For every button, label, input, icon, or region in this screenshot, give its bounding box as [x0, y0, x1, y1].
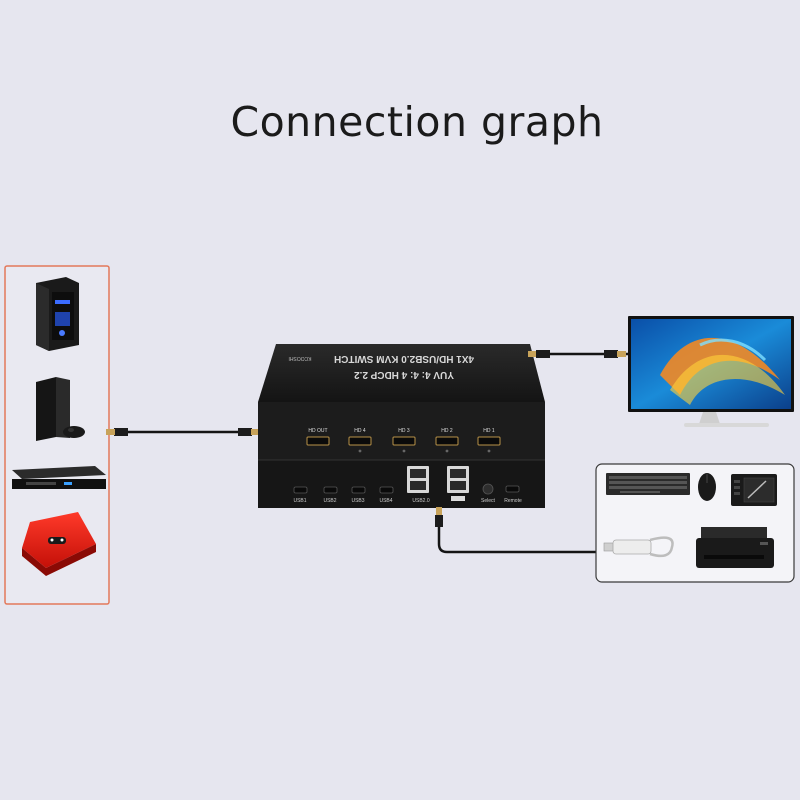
keyboard-icon — [606, 473, 690, 495]
usb-port-label: USB2 — [323, 498, 336, 504]
kvm-switch: 4X1 HD/USB2.0 KVM SWITCH YUV 4: 4: 4 HDC… — [258, 344, 545, 508]
hdmi-port-label: HD 3 — [398, 428, 410, 434]
usb-port-label: USB4 — [379, 498, 392, 504]
hdmi-port-label: HD 1 — [483, 428, 495, 434]
select-label: Select — [481, 498, 496, 504]
hdmi-cable-right — [528, 350, 628, 358]
device-spec-label: YUV 4: 4: 4 HDCP 2.2 — [354, 369, 454, 380]
source-devices-group — [5, 266, 109, 604]
device-name-label: 4X1 HD/USB2.0 KVM SWITCH — [334, 353, 474, 364]
brand-label: KCOOSHI — [288, 355, 311, 361]
usb-port-label: USB1 — [293, 498, 306, 504]
hdmi-port-label: HD OUT — [308, 428, 327, 434]
usb20-label: USB2.0 — [412, 498, 429, 504]
drawing-tablet-icon — [731, 474, 777, 506]
remote-label: Remote — [504, 498, 522, 504]
hdmi-port-hd-out: HD OUT — [307, 428, 329, 445]
monitor-icon — [628, 316, 794, 427]
usb-cable — [435, 507, 597, 552]
hdmi-port-label: HD 4 — [354, 428, 366, 434]
hdmi-cable-left — [106, 428, 270, 436]
printer-icon — [696, 527, 774, 568]
mouse-icon — [698, 473, 716, 501]
pc-tower-icon — [36, 277, 79, 351]
hdmi-port-label: HD 2 — [441, 428, 453, 434]
peripherals-group — [596, 464, 794, 582]
usb-port-label: USB3 — [351, 498, 364, 504]
